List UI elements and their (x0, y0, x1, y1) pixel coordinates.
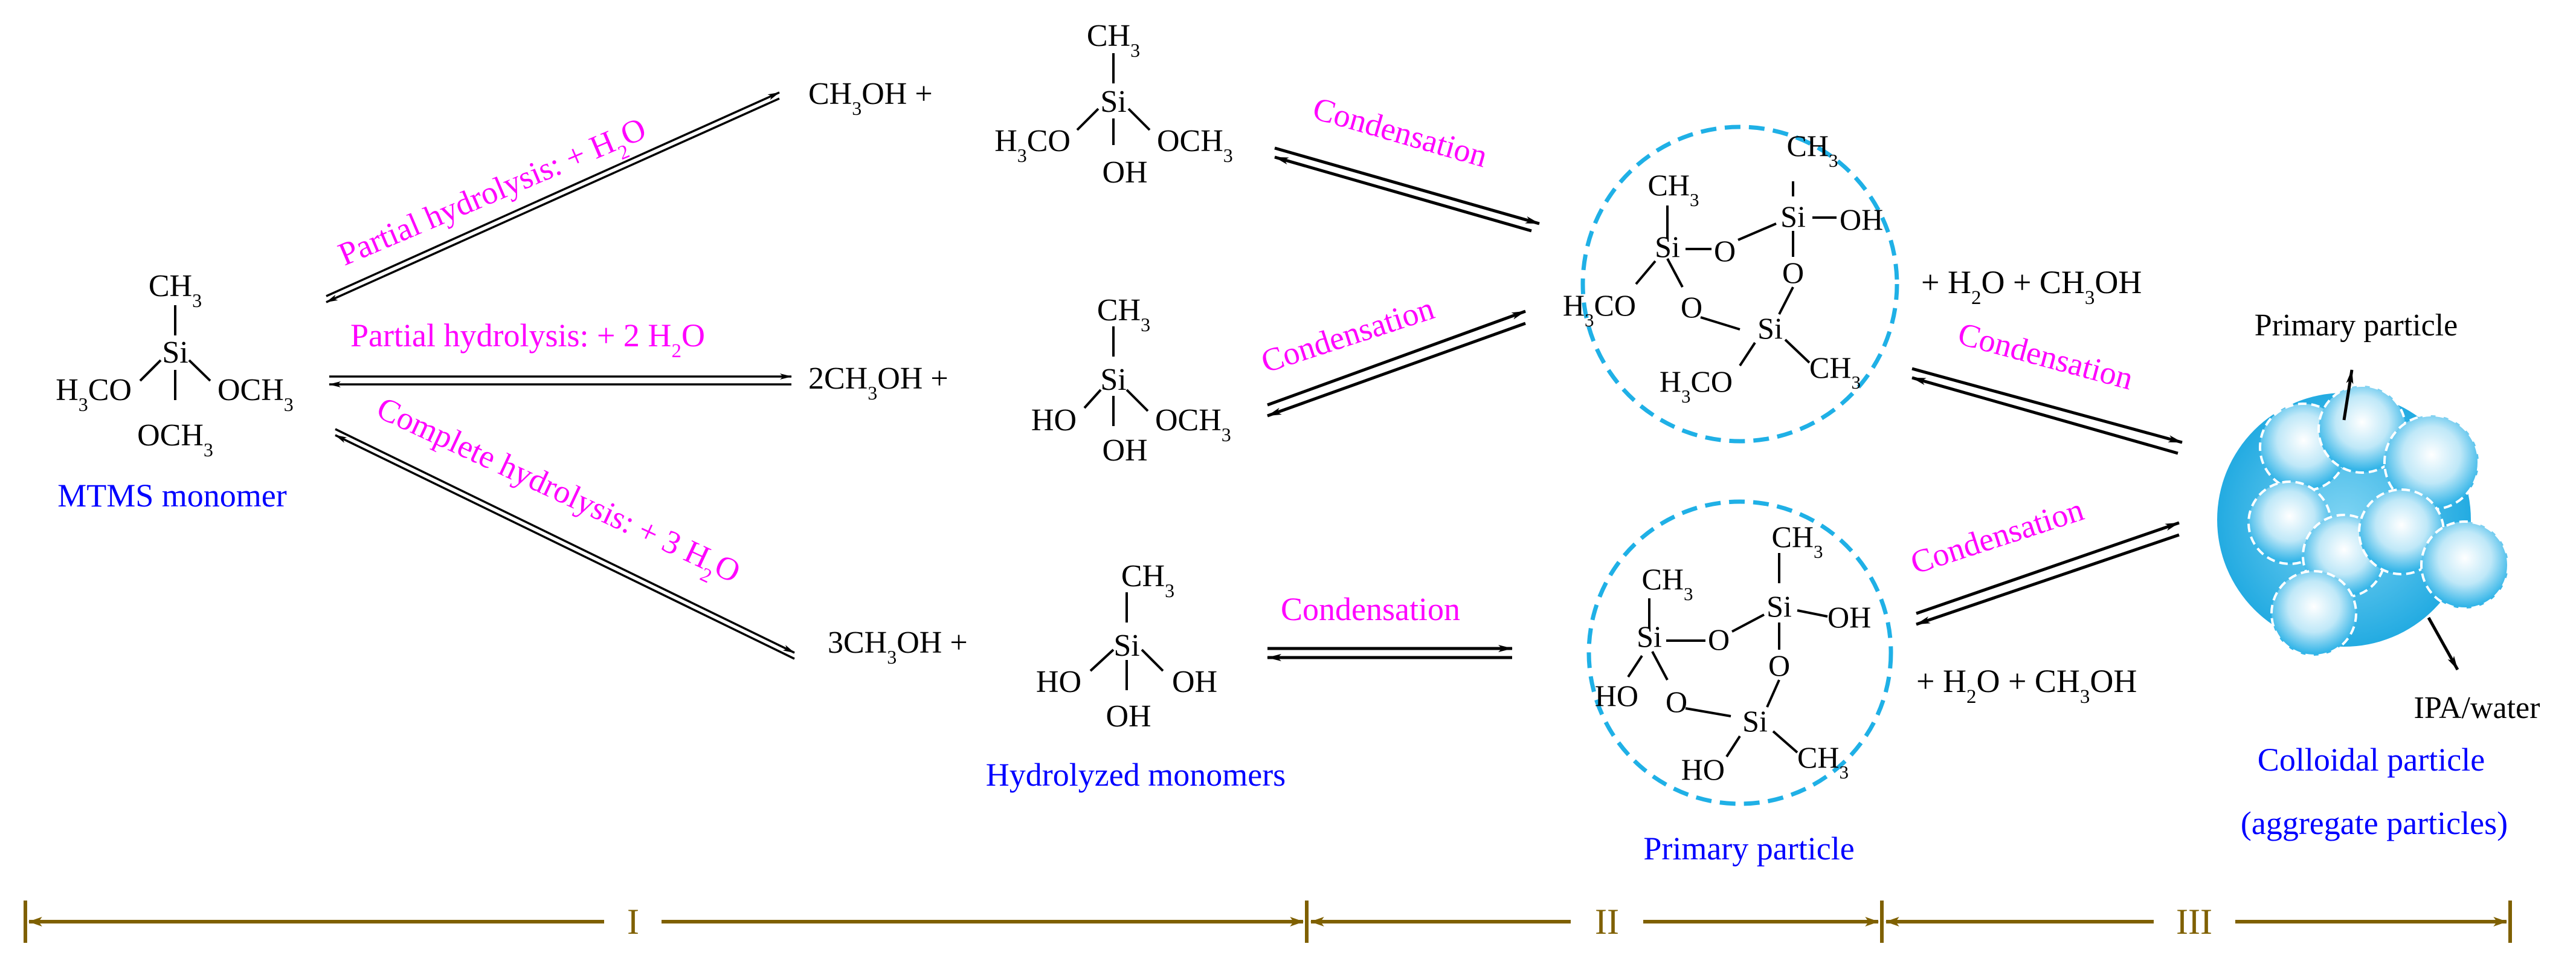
condensation-arrow-row3 (1267, 645, 1513, 661)
row2-top: CH3 (1097, 293, 1150, 335)
upper-o-top: O (1714, 234, 1736, 268)
condensation-arrow-row1 (1274, 146, 1540, 233)
hydrolysis-arrow-1 (326, 91, 780, 303)
lower-si-bottom: Si (1742, 704, 1768, 738)
stage-axis (24, 901, 2512, 943)
byproduct-upper: + H2O + CH3OH (1921, 264, 2142, 309)
byproduct-lower: + H2O + CH3OH (1916, 663, 2137, 708)
upper-h3co-a: H3CO (1563, 288, 1636, 331)
upper-ch3-b: CH3 (1787, 129, 1838, 171)
monomer-top-group: CH3 (149, 269, 202, 311)
hydrolysis-arrow-2 (329, 374, 792, 387)
complete-hydrolysis-label: Complete hydrolysis: + 3 H2O (368, 389, 746, 597)
row2-left: HO (1031, 403, 1077, 438)
colloid-caption-line1: Colloidal particle (2258, 742, 2485, 778)
upper-si-bottom: Si (1757, 311, 1783, 345)
row3-bottom: OH (1106, 699, 1151, 734)
condensation-label-upper-colloid: Condensation (1954, 315, 2137, 397)
monomer-caption: MTMS monomer (57, 477, 287, 514)
row1-center: Si (1100, 85, 1126, 119)
lower-ho-b: HO (1681, 752, 1725, 786)
monomer-right-group: OCH3 (217, 373, 294, 415)
colloid-caption-line2: (aggregate particles) (2241, 805, 2508, 841)
condensation-arrow-lower-colloid (1916, 521, 2180, 626)
row3-byproduct: 3CH3OH + (828, 626, 968, 668)
row1-right: OCH3 (1157, 124, 1233, 166)
row2-right: OCH3 (1155, 403, 1231, 445)
hydrolyzed-caption: Hydrolyzed monomers (986, 757, 1286, 793)
hydrolysis-arrow-3 (335, 428, 795, 660)
partial-hydrolysis-2-label: Partial hydrolysis: + 2 H2O (350, 317, 705, 362)
lower-ch3-b: CH3 (1772, 520, 1823, 562)
lower-o-top: O (1708, 623, 1730, 656)
upper-h3co-b: H3CO (1660, 364, 1733, 407)
row1-byproduct: CH3OH + (808, 77, 933, 119)
stage-label-I: I (627, 902, 639, 942)
upper-o-bottom: O (1681, 290, 1702, 324)
upper-ch3-c: CH3 (1809, 351, 1861, 393)
lower-o-bottom: O (1666, 685, 1687, 719)
row2-byproduct: 2CH3OH + (808, 361, 948, 404)
row3-left: HO (1036, 665, 1081, 699)
lower-si-left: Si (1637, 619, 1662, 653)
monomer-center-atom: Si (162, 335, 188, 370)
lower-si-right: Si (1766, 589, 1792, 623)
upper-oh: OH (1840, 202, 1883, 236)
row1-top: CH3 (1087, 19, 1140, 61)
stage-label-III: III (2176, 902, 2212, 942)
mtms-monomer-structure: CH3 Si H3CO OCH3 OCH3 (56, 269, 294, 461)
row3-center: Si (1113, 629, 1139, 663)
condensation-arrow-row2 (1267, 309, 1526, 418)
upper-si-left: Si (1655, 230, 1680, 264)
row2-center: Si (1100, 363, 1126, 397)
upper-si-right: Si (1780, 199, 1806, 233)
row2-bottom: OH (1102, 433, 1147, 468)
colloidal-particle (2217, 369, 2510, 671)
lower-o-right: O (1768, 648, 1790, 682)
condensation-label-row3: Condensation (1281, 591, 1460, 627)
upper-o-right: O (1782, 256, 1804, 289)
lower-ch3-c: CH3 (1797, 740, 1849, 783)
hydrolyzed-monomer-row2: CH3 Si HO OCH3 OH (1031, 293, 1231, 468)
row3-right: OH (1172, 665, 1217, 699)
upper-ch3-a: CH3 (1648, 168, 1699, 210)
condensation-arrow-upper-colloid (1911, 367, 2183, 455)
primary-particle-upper: CH3 CH3 Si Si O O O Si OH H3CO H3CO CH3 (1563, 125, 1899, 444)
lower-ho-a: HO (1595, 679, 1638, 713)
condensation-label-row1: Condensation (1309, 90, 1492, 175)
monomer-bottom-group: OCH3 (137, 418, 213, 461)
partial-hydrolysis-1-label: Partial hydrolysis: + H2O (333, 110, 654, 280)
row1-bottom: OH (1102, 155, 1147, 190)
row1-left: H3CO (994, 124, 1071, 166)
hydrolyzed-monomer-row3: CH3 Si HO OH OH (1036, 559, 1217, 734)
colloid-solvent-label: IPA/water (2414, 691, 2540, 725)
condensation-label-row2: Condensation (1257, 290, 1438, 380)
primary-particle-lower: CH3 CH3 Si Si O O O Si OH HO HO CH3 (1586, 499, 1893, 806)
hydrolyzed-monomer-row1: CH3 Si H3CO OCH3 OH (994, 19, 1233, 190)
monomer-left-group: H3CO (56, 373, 132, 415)
row3-top: CH3 (1121, 559, 1174, 601)
primary-particle-caption: Primary particle (1643, 830, 1854, 867)
lower-ch3-a: CH3 (1642, 562, 1693, 604)
stage-label-II: II (1595, 902, 1619, 942)
condensation-label-lower-colloid: Condensation (1906, 491, 2088, 581)
lower-oh: OH (1827, 600, 1871, 634)
colloid-primary-label: Primary particle (2255, 308, 2458, 343)
